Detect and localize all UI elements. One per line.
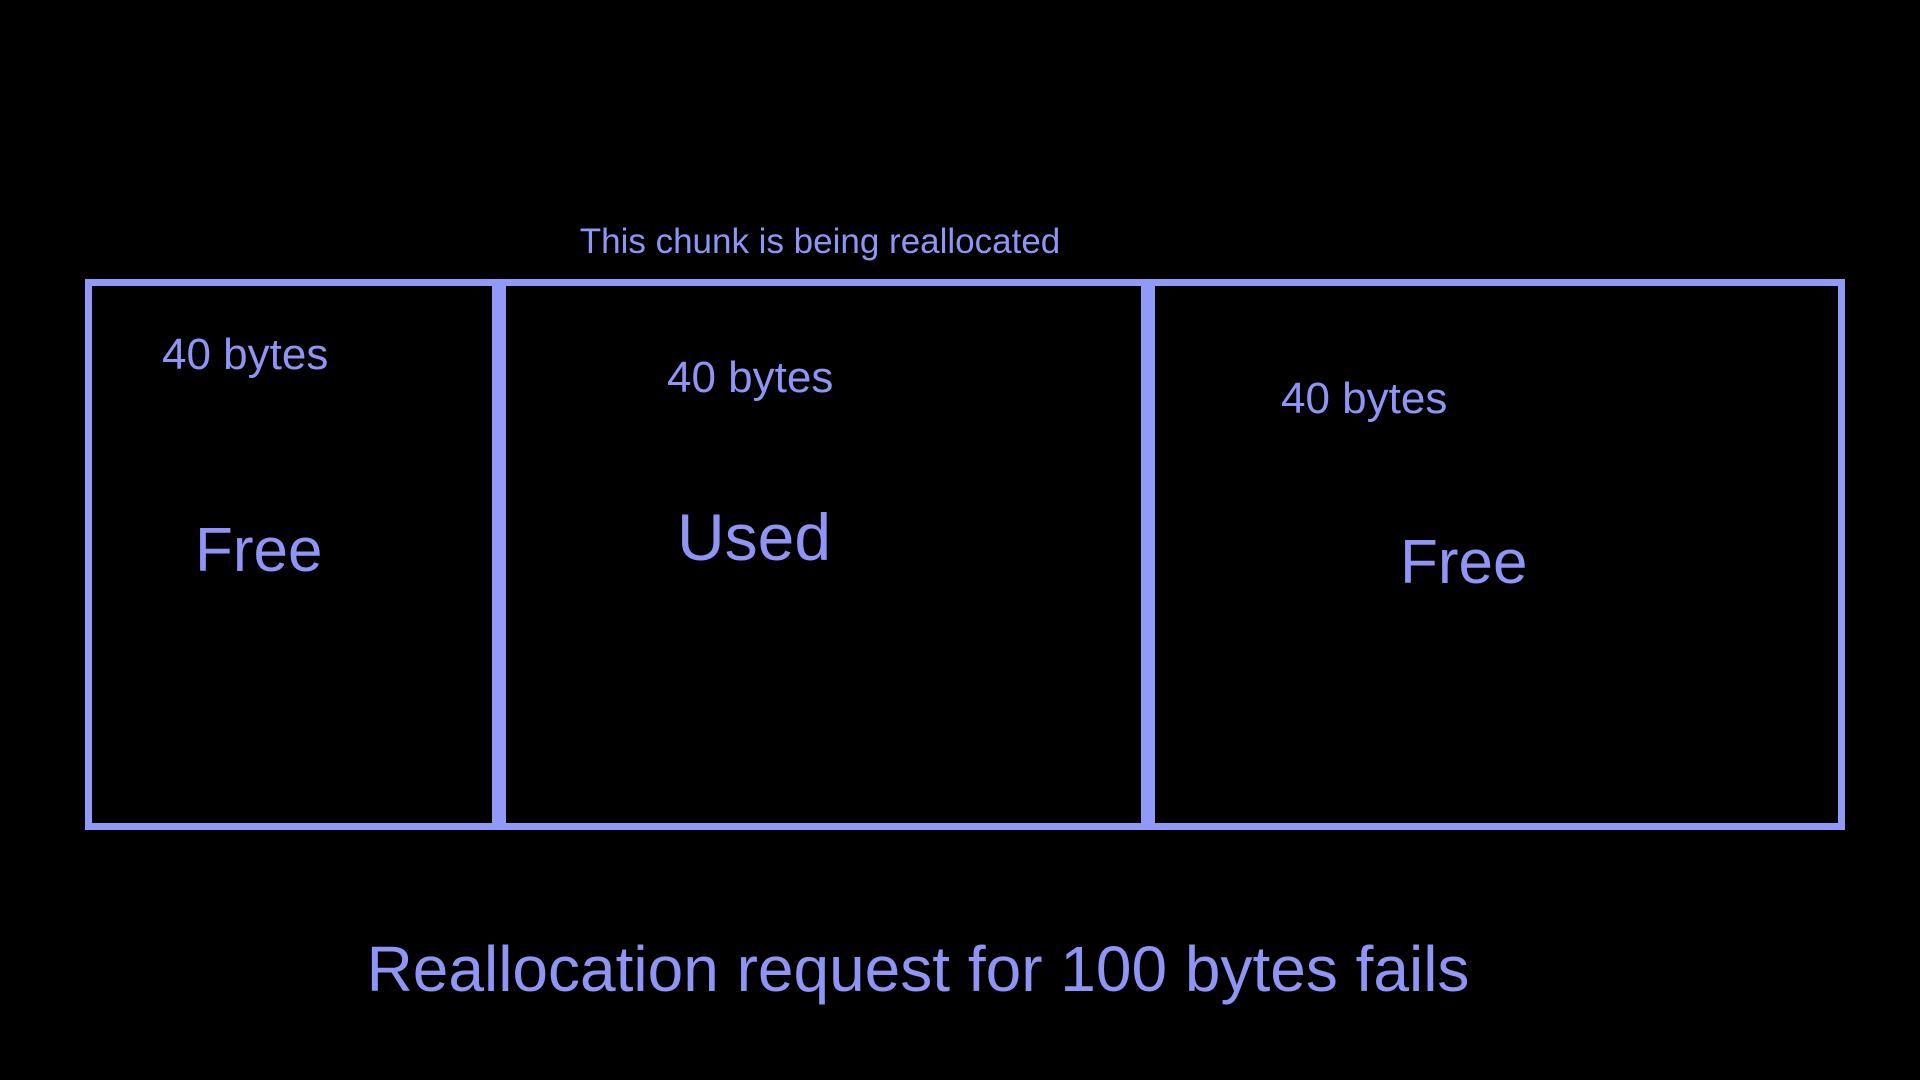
chunk-status-label: Used — [677, 500, 832, 574]
chunk-free-right: 40 bytes Free — [1148, 279, 1845, 830]
reallocated-chunk-caption: This chunk is being reallocated — [579, 222, 1061, 261]
chunk-free-left: 40 bytes Free — [85, 279, 499, 830]
chunk-status-label: Free — [195, 516, 323, 585]
chunk-used-middle: 40 bytes Used — [499, 279, 1148, 830]
chunk-status-label: Free — [1400, 528, 1528, 597]
chunk-size-label: 40 bytes — [1281, 374, 1448, 423]
chunk-size-label: 40 bytes — [667, 353, 834, 402]
reallocation-result-caption: Reallocation request for 100 bytes fails — [366, 933, 1470, 1005]
heap-chunk-row: 40 bytes Free 40 bytes Used 40 bytes Fre… — [85, 279, 1845, 830]
chunk-size-label: 40 bytes — [162, 330, 329, 379]
